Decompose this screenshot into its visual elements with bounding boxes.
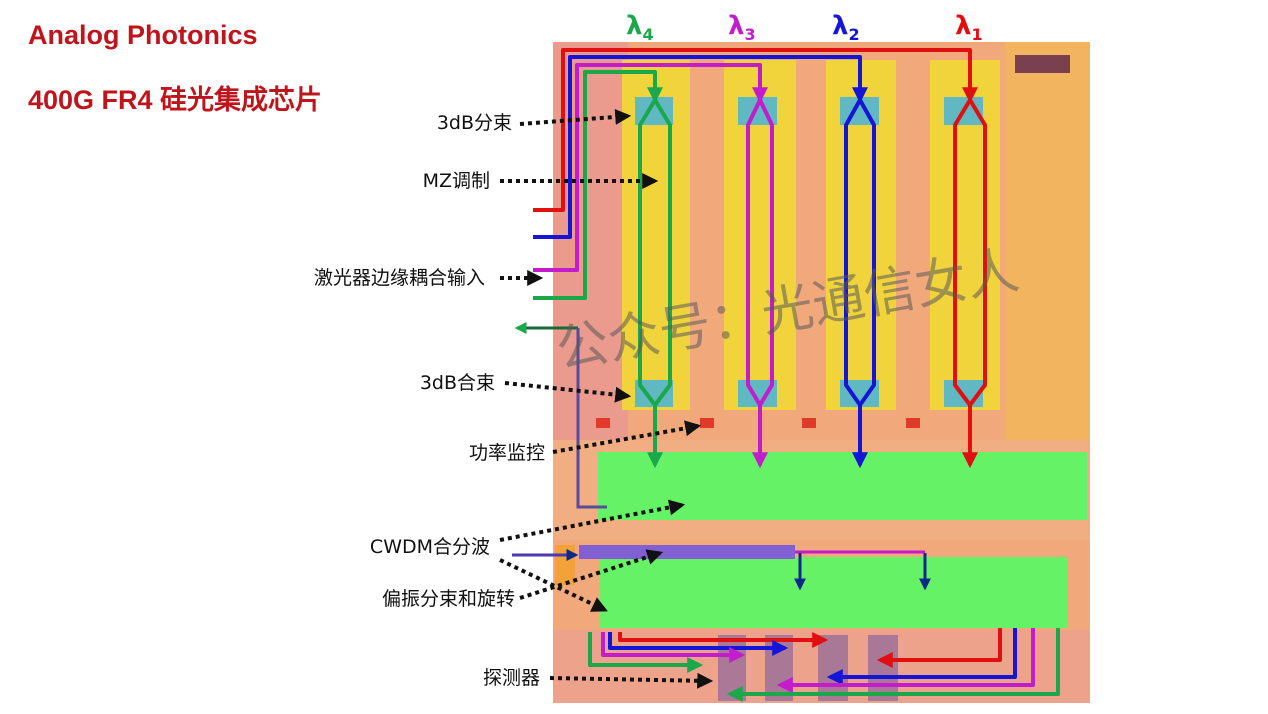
lambda4-path <box>533 70 1060 702</box>
label-cwdm: CWDM合分波 <box>370 536 490 558</box>
title-line2: 400G FR4 硅光集成芯片 <box>28 85 323 115</box>
lambda2-label: λ2 <box>832 11 860 44</box>
label-mz: MZ调制 <box>423 170 490 192</box>
monitor-pads <box>596 418 920 428</box>
lambda3-path <box>533 63 1035 693</box>
tx-output-path <box>514 322 607 509</box>
lambda1-path <box>533 48 1002 668</box>
label-power-monitor: 功率监控 <box>469 442 545 464</box>
lambda4-label: λ4 <box>626 11 654 44</box>
arrow-pol-split-rotate <box>519 549 664 600</box>
label-combiner: 3dB合束 <box>420 372 495 394</box>
arrow-cwdm-mux <box>499 499 686 542</box>
psr-block <box>579 545 795 559</box>
label-laser-input: 激光器边缘耦合输入 <box>314 267 485 289</box>
wavelength-labels: λ4 λ3 λ2 λ1 <box>626 11 983 44</box>
lambda1-label: λ1 <box>955 11 983 44</box>
cwdm-demux-block <box>600 557 1068 628</box>
mz-columns <box>622 60 1000 410</box>
arrow-detector <box>549 672 714 689</box>
lambda2-path <box>533 55 1017 685</box>
title-line1: Analog Photonics <box>28 20 258 50</box>
label-pol-split-rotate: 偏振分束和旋转 <box>382 588 515 610</box>
rx-coupler <box>555 545 575 585</box>
label-detector: 探测器 <box>483 667 540 689</box>
arrow-splitter <box>519 108 632 126</box>
arrow-cwdm-demux <box>499 558 608 612</box>
arrow-power-monitor <box>552 420 702 454</box>
lambda3-label: λ3 <box>728 11 756 44</box>
label-splitter: 3dB分束 <box>437 112 512 134</box>
cwdm-mux-block <box>598 452 1087 520</box>
rx-input-path <box>512 549 931 591</box>
